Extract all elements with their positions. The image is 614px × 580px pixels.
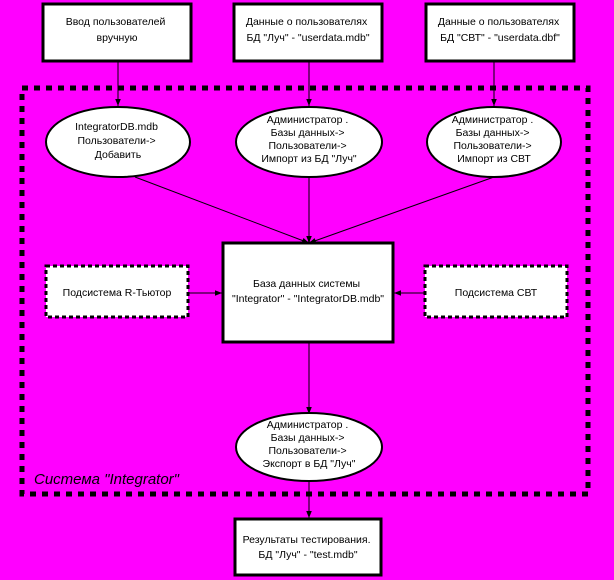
svg-text:Администратор . Базы дан: Администратор . Базы данных-> Пользовате… [261,114,357,165]
svg-text:Подсистема R-Тьютор: Подсистема R-Тьютор [63,287,172,299]
svg-text:Данные о пользователях Б: Данные о пользователях БД "СВТ" - "userd… [438,16,562,44]
op-import-svt-line2: Базы данных-> [456,127,530,139]
svg-text:Ввод пользователей вручн: Ввод пользователей вручную [66,16,169,44]
node-luch-users: Данные о пользователях БД "Луч" - "userd… [232,2,384,63]
op-import-svt-line1: Администратор . [452,114,534,126]
node-svt-users: Данные о пользователях БД "СВТ" - "userd… [424,2,576,63]
integrator-db-line2: "Integrator" - "IntegratorDB.mdb" [232,293,384,305]
node-op-export-luch: Администратор . Базы данных-> Пользовате… [235,412,383,482]
op-export-luch-line1: Администратор . [267,419,349,431]
edge-importsvt-to-db [308,176,495,244]
luch-users-line1: Данные о пользователях [246,16,368,28]
op-import-luch-line3: Пользователи-> [268,140,346,152]
op-import-luch-line1: Администратор . [267,114,349,126]
op-import-svt-line3: Пользователи-> [453,140,531,152]
manual-input-line2: вручную [97,32,138,44]
svg-text:Данные о пользователях Б: Данные о пользователях БД "Луч" - "userd… [246,16,370,44]
op-export-luch-line2: Базы данных-> [271,432,345,444]
node-op-import-svt: Администратор . Базы данных-> Пользовате… [426,106,562,178]
subsystem-svt-label: Подсистема СВТ [455,287,538,299]
luch-users-line2: БД "Луч" - "userdata.mdb" [246,32,369,44]
integrator-db-line1: База данных системы [253,278,360,290]
node-manual-input: Ввод пользователей вручную [41,2,193,63]
node-integrator-db: База данных системы "Integrator" - "Inte… [221,241,395,344]
op-export-luch-line4: Экспорт в БД "Луч" [263,458,356,470]
edge-add-to-db [134,176,310,244]
op-import-luch-line2: Базы данных-> [271,127,345,139]
system-label: Система "Integrator" [34,471,180,488]
op-add-line1: IntegratorDB.mdb [75,121,158,133]
connectors [115,62,497,518]
manual-input-line1: Ввод пользователей [66,16,166,28]
node-op-import-luch: Администратор . Базы данных-> Пользовате… [235,106,383,178]
results-line2: БД "Луч" - "test.mdb" [258,549,357,561]
svg-text:IntegratorDB.mdb Пользов: IntegratorDB.mdb Пользователи-> Добавить [75,121,161,161]
results-line1: Результаты тестирования. [243,534,371,546]
svg-text:Подсистема СВТ: Подсистема СВТ [455,287,538,299]
system-boundary [19,85,591,497]
svg-text:Администратор . Базы дан: Администратор . Базы данных-> Пользовате… [263,419,356,470]
op-import-svt-line4: Импорт из СВТ [457,153,531,165]
svt-users-line2: БД "СВТ" - "userdata.dbf" [440,32,560,44]
op-add-line3: Добавить [95,149,142,161]
op-add-line2: Пользователи-> [77,135,155,147]
subsystem-rtutor-label: Подсистема R-Тьютор [63,287,172,299]
svg-text:Результаты тестирования.: Результаты тестирования. БД "Луч" - "tes… [243,534,374,561]
node-results: Результаты тестирования. БД "Луч" - "tes… [233,517,383,577]
op-import-luch-line4: Импорт из БД "Луч" [261,153,357,165]
svg-text:База данных системы "Int: База данных системы "Integrator" - "Inte… [232,278,384,305]
svg-text:Администратор . Базы дан: Администратор . Базы данных-> Пользовате… [452,114,537,165]
svt-users-line1: Данные о пользователях [438,16,560,28]
node-subsystem-svt: Подсистема СВТ [423,264,569,319]
node-subsystem-rtutor: Подсистема R-Тьютор [44,264,190,319]
node-op-add: IntegratorDB.mdb Пользователи-> Добавить [45,106,191,178]
op-export-luch-line3: Пользователи-> [268,445,346,457]
